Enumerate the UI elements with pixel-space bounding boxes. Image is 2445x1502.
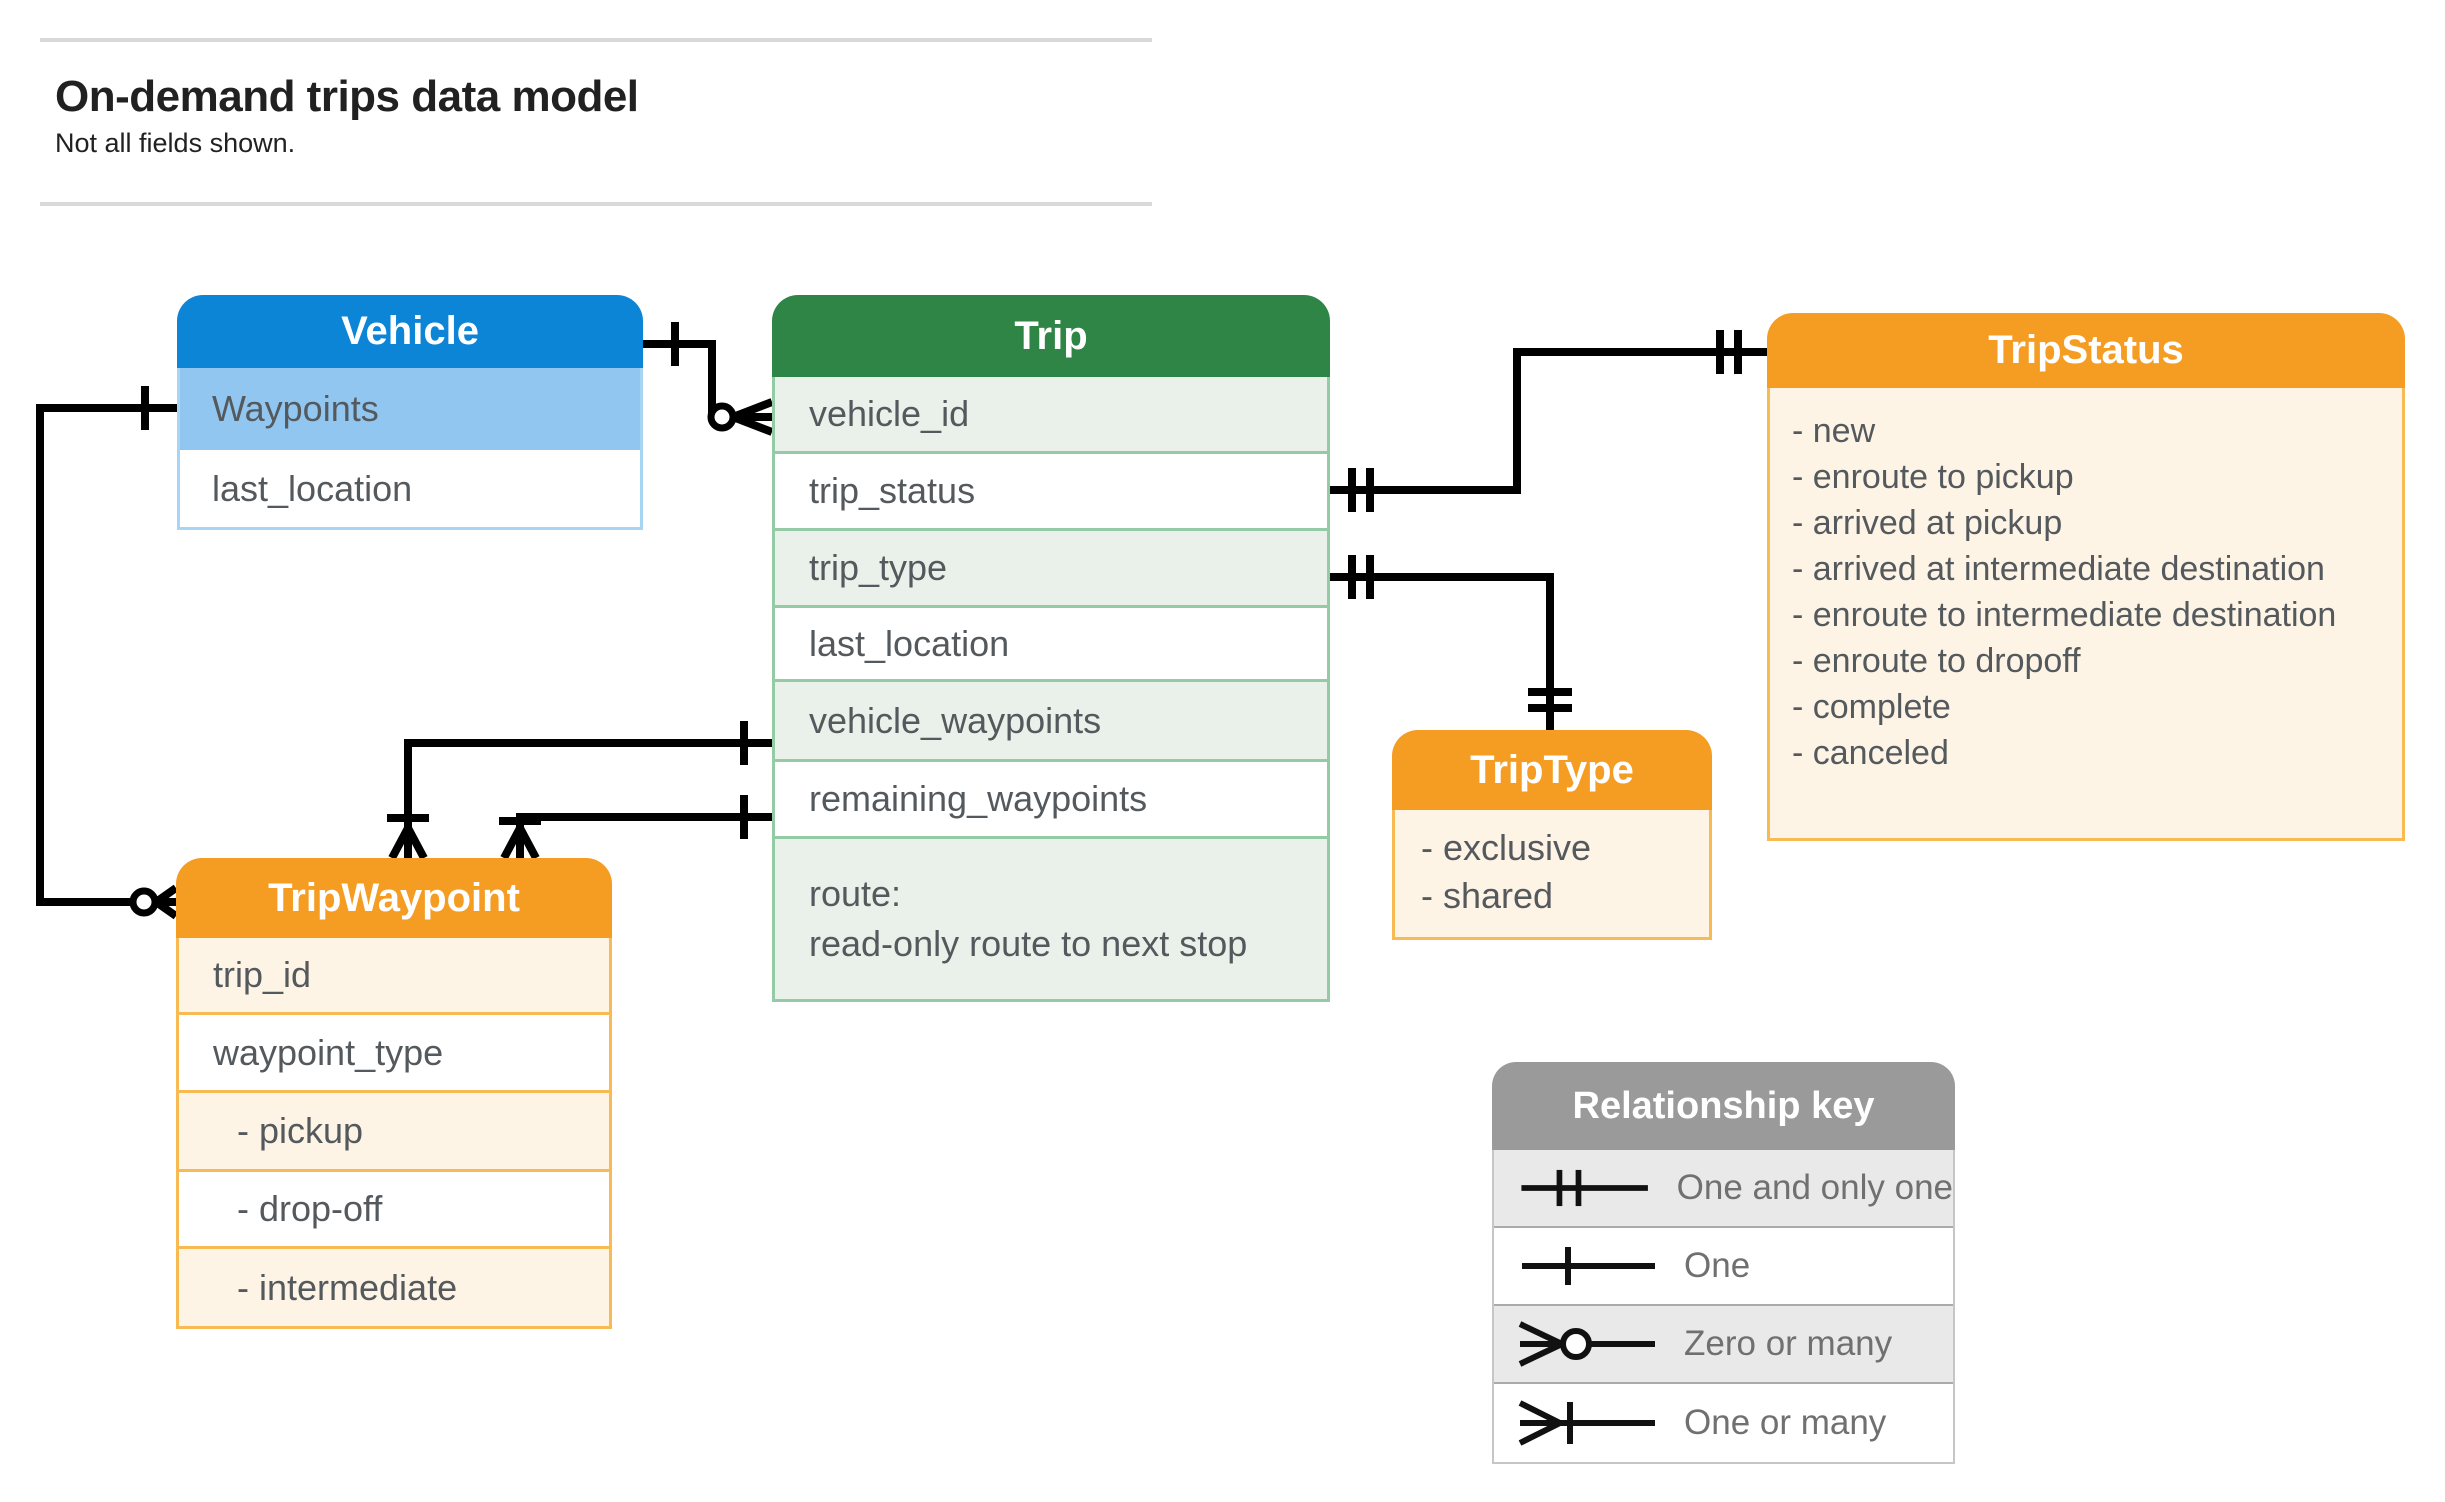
- field-trip-type: trip_type: [775, 531, 1327, 608]
- field-vehicle-id: vehicle_id: [775, 377, 1327, 454]
- enum-value: - shared: [1421, 875, 1554, 916]
- enum-intermediate: - intermediate: [179, 1249, 609, 1326]
- double-tick: [1716, 330, 1742, 374]
- enum-value: - arrived at intermediate destination: [1792, 550, 2325, 588]
- relationship-key-body: One and only one One Zer: [1492, 1150, 1955, 1464]
- one-and-only-one-icon: [1521, 1169, 1648, 1207]
- entity-tripwaypoint-body: trip_id waypoint_type - pickup - drop-of…: [176, 938, 612, 1329]
- zero-circle: [129, 887, 159, 917]
- page-title: On-demand trips data model: [55, 72, 639, 121]
- enum-value: - enroute to intermediate destination: [1792, 596, 2337, 634]
- field-trip-id: trip_id: [179, 938, 609, 1015]
- field-route-line2: read-only route to next stop: [809, 923, 1248, 964]
- wire-trip-vehicle-waypoints: [404, 739, 772, 830]
- entity-trip: Trip vehicle_id trip_status trip_type la…: [772, 295, 1330, 1002]
- enum-value: - complete: [1792, 688, 1951, 726]
- entity-trip-body: vehicle_id trip_status trip_type last_lo…: [772, 377, 1330, 1002]
- crow-foot: [731, 398, 774, 436]
- entity-triptype-title: TripType: [1392, 730, 1712, 810]
- entity-tripwaypoint-title: TripWaypoint: [176, 858, 612, 938]
- field-trip-status: trip_status: [775, 454, 1327, 531]
- field-last-location: last_location: [775, 608, 1327, 682]
- crow-foot: [388, 826, 428, 860]
- one-or-many-icon: [1518, 1400, 1655, 1446]
- field-last-location: last_location: [180, 450, 640, 527]
- double-tick: [1528, 688, 1572, 712]
- entity-tripstatus-body: - new - enroute to pickup - arrived at p…: [1767, 388, 2405, 841]
- double-tick: [1348, 468, 1374, 512]
- legend-label: One and only one: [1676, 1168, 1953, 1207]
- entity-triptype: TripType - exclusive - shared: [1392, 730, 1712, 940]
- entity-vehicle: Vehicle Waypoints last_location: [177, 295, 643, 530]
- entity-tripstatus: TripStatus - new - enroute to pickup - a…: [1767, 313, 2405, 841]
- field-remaining-waypoints: remaining_waypoints: [775, 762, 1327, 839]
- legend-row: Zero or many: [1494, 1306, 1953, 1384]
- entity-triptype-body: - exclusive - shared: [1392, 810, 1712, 940]
- enum-value: - new: [1792, 412, 1876, 450]
- crow-foot: [500, 826, 540, 860]
- wire-trip-triptype: [1330, 573, 1554, 730]
- wire-trip-tripstatus: [1330, 348, 1767, 494]
- field-waypoints: Waypoints: [180, 368, 640, 450]
- enum-value: - enroute to dropoff: [1792, 642, 2081, 680]
- entity-tripstatus-title: TripStatus: [1767, 313, 2405, 388]
- top-divider: [40, 38, 1152, 42]
- legend-row: One and only one: [1494, 1150, 1953, 1228]
- relationship-key-title: Relationship key: [1492, 1062, 1955, 1150]
- entity-trip-title: Trip: [772, 295, 1330, 377]
- legend-row: One: [1494, 1228, 1953, 1306]
- enum-value: - canceled: [1792, 734, 1949, 772]
- entity-tripwaypoint: TripWaypoint trip_id waypoint_type - pic…: [176, 858, 612, 1329]
- enum-drop-off: - drop-off: [179, 1172, 609, 1249]
- triptype-values: - exclusive - shared: [1395, 810, 1709, 920]
- enum-value: - enroute to pickup: [1792, 458, 2074, 496]
- wire-vehicle-tripwaypoint: [36, 404, 177, 906]
- entity-vehicle-title: Vehicle: [177, 295, 643, 368]
- legend-label: One: [1684, 1246, 1751, 1285]
- relationship-key: Relationship key One and only one One: [1492, 1062, 1955, 1464]
- tripstatus-values: - new - enroute to pickup - arrived at p…: [1770, 388, 2402, 776]
- entity-vehicle-body: Waypoints last_location: [177, 368, 643, 530]
- legend-row: One or many: [1494, 1384, 1953, 1462]
- enum-pickup: - pickup: [179, 1093, 609, 1172]
- crow-foot: [153, 884, 179, 920]
- enum-value: - exclusive: [1421, 827, 1592, 868]
- field-waypoint-type: waypoint_type: [179, 1015, 609, 1093]
- field-vehicle-waypoints: vehicle_waypoints: [775, 682, 1327, 762]
- one-icon: [1522, 1247, 1655, 1285]
- legend-label: Zero or many: [1684, 1324, 1893, 1363]
- field-route-line1: route:: [809, 873, 902, 914]
- field-route: route: read-only route to next stop: [775, 839, 1327, 999]
- zero-or-many-icon: [1518, 1321, 1655, 1367]
- double-tick: [1348, 555, 1374, 599]
- zero-circle: [707, 402, 737, 432]
- legend-label: One or many: [1684, 1403, 1887, 1442]
- page-subtitle: Not all fields shown.: [55, 128, 296, 158]
- wire-trip-remaining-waypoints: [516, 813, 772, 830]
- enum-value: - arrived at pickup: [1792, 504, 2063, 542]
- bottom-divider: [40, 202, 1152, 206]
